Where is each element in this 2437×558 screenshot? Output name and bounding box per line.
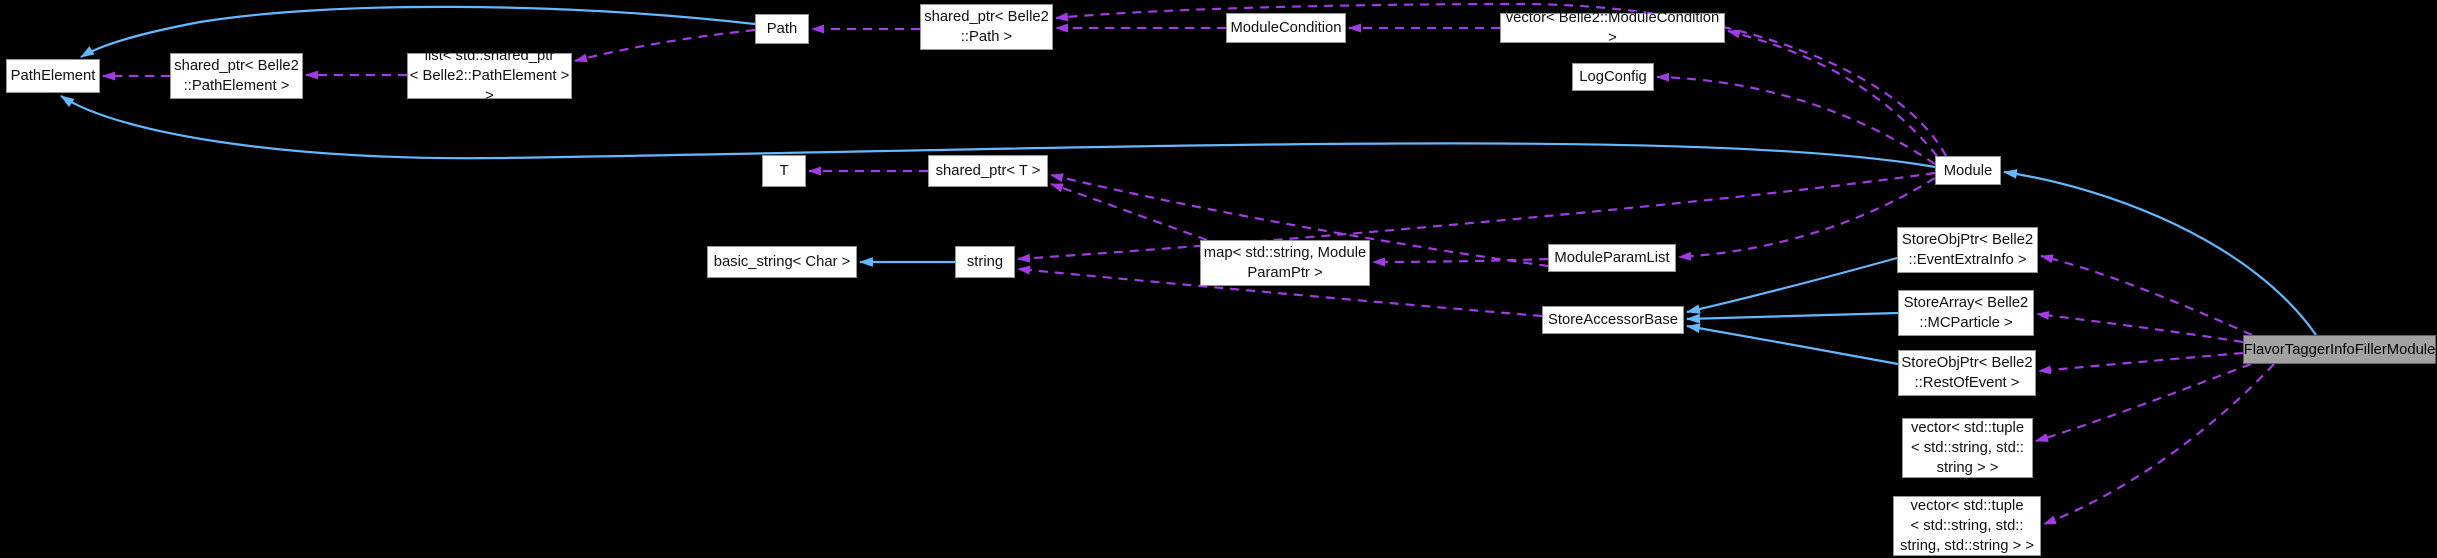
edge-moduleparamlist-sharedptrt	[1050, 173, 1549, 268]
edge-flavortagger-vectortuple3	[2043, 363, 2275, 526]
edge-eventextrainfo-storeaccessorbase	[1685, 256, 1898, 314]
node-modulecondition[interactable]: ModuleCondition	[1226, 13, 1346, 43]
node-shared-ptr-pathelement[interactable]: shared_ptr< Belle2 ::PathElement >	[170, 53, 303, 99]
edge-module-moduleparamlist	[1678, 177, 1936, 261]
node-storeaccessorbase[interactable]: StoreAccessorBase	[1542, 306, 1684, 334]
node-flavortaggerinfofillermodule[interactable]: FlavorTaggerInfoFillerModule	[2243, 335, 2436, 364]
edge-flavortagger-mcparticle	[2036, 310, 2244, 344]
edge-flavortagger-module	[2002, 169, 2317, 336]
node-shared-ptr-t[interactable]: shared_ptr< T >	[928, 155, 1048, 187]
node-map-string-moduleparamptr[interactable]: map< std::string, Module ParamPtr >	[1200, 240, 1370, 286]
edge-moduleparamlist-map	[1372, 257, 1549, 267]
node-vector-modulecondition[interactable]: vector< Belle2::ModuleCondition >	[1500, 10, 1725, 46]
node-storeobjptr-restofevent[interactable]: StoreObjPtr< Belle2 ::RestOfEvent >	[1898, 350, 2036, 396]
edge-module-sharedptrpath	[1055, 2, 1947, 157]
edge-module-string	[1017, 171, 1936, 263]
edge-path-pathelement	[80, 5, 756, 58]
node-vector-tuple-string-string[interactable]: vector< std::tuple < std::string, std:: …	[1902, 418, 2033, 478]
node-path[interactable]: Path	[755, 14, 809, 44]
edge-flavortagger-vectortuple2	[2035, 362, 2252, 443]
node-t[interactable]: T	[762, 155, 806, 187]
node-string[interactable]: string	[955, 246, 1015, 278]
node-moduleparamlist[interactable]: ModuleParamList	[1548, 244, 1676, 272]
edge-path-list	[574, 28, 756, 63]
edge-flavortagger-eventextrainfo	[2040, 254, 2253, 337]
node-storearray-mcparticle[interactable]: StoreArray< Belle2 ::MCParticle >	[1898, 290, 2034, 336]
edge-storeaccessorbase-string	[1017, 265, 1543, 318]
node-list-shared-ptr-pathelement[interactable]: list< std::shared_ptr < Belle2::PathElem…	[407, 48, 572, 104]
node-storeobjptr-eventextrainfo[interactable]: StoreObjPtr< Belle2 ::EventExtraInfo >	[1897, 227, 2038, 273]
edge-module-vectormodulecondition	[1727, 29, 1938, 157]
inheritance-edges	[60, 5, 2317, 366]
node-logconfig[interactable]: LogConfig	[1572, 63, 1654, 91]
edge-mcparticle-storeaccessorbase	[1685, 311, 1899, 324]
edge-restofevent-storeaccessorbase	[1685, 323, 1899, 366]
node-vector-tuple-string-string-string[interactable]: vector< std::tuple < std::string, std:: …	[1893, 496, 2041, 556]
node-shared-ptr-path[interactable]: shared_ptr< Belle2 ::Path >	[920, 4, 1053, 50]
edge-module-logconfig	[1656, 72, 1936, 165]
edge-module-pathelement	[60, 95, 1936, 169]
usage-edges	[102, 2, 2275, 526]
node-module[interactable]: Module	[1935, 156, 2001, 185]
edge-flavortagger-restofevent	[2038, 351, 2244, 375]
node-pathelement[interactable]: PathElement	[6, 59, 100, 93]
edge-map-sharedptrt	[1050, 182, 1208, 242]
node-basic-string-char[interactable]: basic_string< Char >	[707, 246, 857, 278]
